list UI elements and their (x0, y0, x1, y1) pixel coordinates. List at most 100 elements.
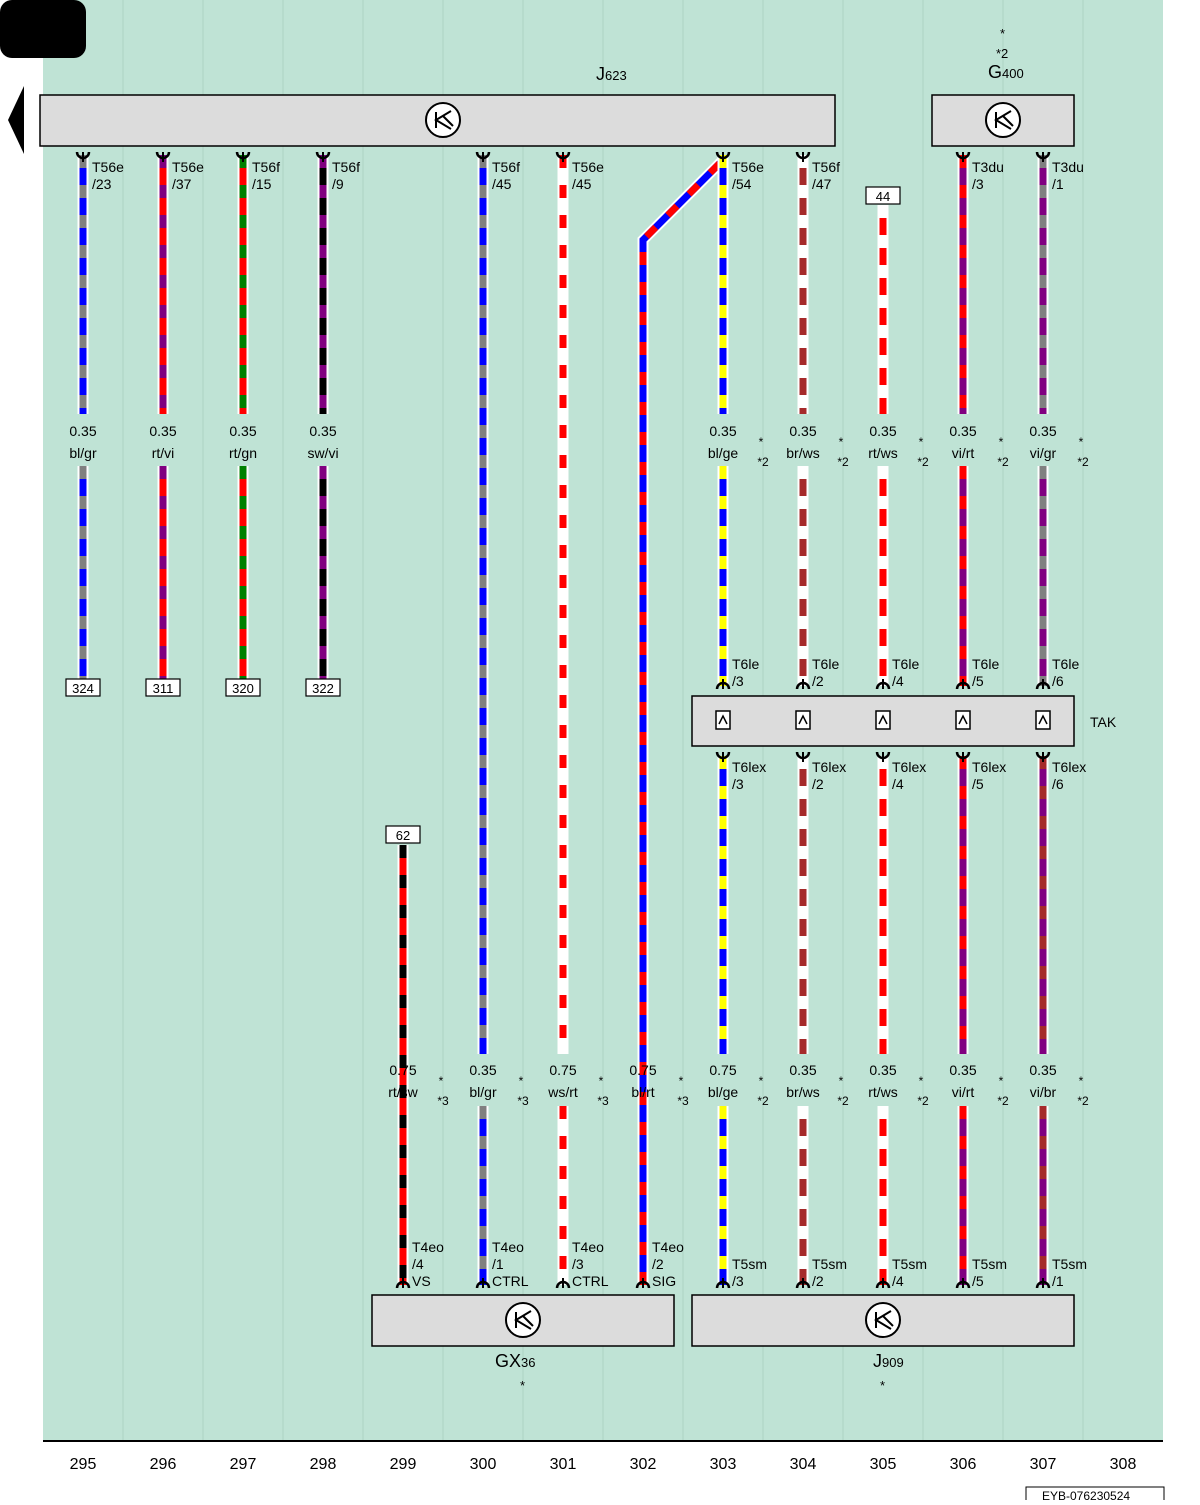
wire-size: 0.35 (949, 1062, 976, 1078)
pin-label: T4eo (652, 1239, 684, 1255)
note-star: * (1079, 435, 1084, 449)
wire-color-code: vi/gr (1030, 445, 1057, 461)
pin-label: T3du (972, 159, 1004, 175)
pin-number: /2 (812, 673, 824, 689)
pin-number: /5 (972, 673, 984, 689)
reference-number: 44 (876, 189, 890, 204)
note-star: * (679, 1074, 684, 1088)
reference-box[interactable] (225, 678, 261, 697)
pin-number: /15 (252, 176, 272, 192)
reference-box[interactable] (865, 186, 901, 205)
pin-label: T56e (92, 159, 124, 175)
pin-label: T5sm (1052, 1256, 1087, 1272)
pin-label: T6le (732, 656, 759, 672)
wire-color-code: bl/ge (708, 445, 739, 461)
wire-size: 0.35 (149, 423, 176, 439)
pin-label: T56f (252, 159, 280, 175)
pin-label: T5sm (732, 1256, 767, 1272)
component-j909-star: * (880, 1378, 885, 1393)
note-label: *2 (1077, 1094, 1089, 1108)
wire-color-code: br/ws (786, 1084, 819, 1100)
reference-box[interactable] (65, 678, 101, 697)
wire-color-code: bl/gr (469, 1084, 497, 1100)
control-unit-icon (985, 102, 1021, 138)
wire-color-code: bl/rt (631, 1084, 654, 1100)
column-number: 304 (790, 1456, 817, 1473)
note-label: *3 (597, 1094, 609, 1108)
connector-arrow (958, 714, 968, 725)
note-star: * (759, 435, 764, 449)
note-star: * (439, 1074, 444, 1088)
pin-number: /2 (812, 1273, 824, 1289)
component-g400-label: G400 (988, 62, 1024, 82)
pin-number: /2 (652, 1256, 664, 1272)
wire-color-code: rt/vi (152, 445, 175, 461)
component-gx36-label: GX36 (495, 1351, 535, 1371)
pin-number: /37 (172, 176, 192, 192)
reference-box[interactable] (385, 825, 421, 844)
component-gx36-star: * (520, 1378, 525, 1393)
column-number: 302 (630, 1456, 657, 1473)
component-tak-label: TAK (1090, 714, 1117, 730)
column-number: 303 (710, 1456, 737, 1473)
pin-label: T6le (812, 656, 839, 672)
reference-box[interactable] (145, 678, 181, 697)
note-label: *3 (517, 1094, 529, 1108)
pin-label: T6le (972, 656, 999, 672)
control-unit-icon (865, 1302, 901, 1338)
column-number: 299 (390, 1456, 417, 1473)
wire-color-code: rt/ws (868, 445, 898, 461)
pin-number: /5 (972, 776, 984, 792)
reference-number: 62 (396, 828, 410, 843)
wire-color-code: sw/vi (307, 445, 338, 461)
note-label: *2 (997, 1094, 1009, 1108)
reference-number: 322 (312, 681, 334, 696)
pin-number: /4 (892, 776, 904, 792)
wire-size: 0.35 (309, 423, 336, 439)
wire-size: 0.35 (789, 1062, 816, 1078)
note-label: *2 (837, 1094, 849, 1108)
connector-arrow (1038, 714, 1048, 725)
connector-plug-icon (955, 710, 971, 730)
note-star: * (839, 435, 844, 449)
note-label: *2 (757, 1094, 769, 1108)
connector-plug-icon (795, 710, 811, 730)
pin-label: T6le (1052, 656, 1079, 672)
component-g400-star: * (1000, 26, 1005, 41)
pin-label: T5sm (812, 1256, 847, 1272)
connector-arrow (718, 714, 728, 725)
pin-number: /4 (412, 1256, 424, 1272)
pin-number: /9 (332, 176, 344, 192)
component-j623-label: J623 (596, 64, 627, 84)
note-label: *2 (757, 455, 769, 469)
pin-label: T56f (332, 159, 360, 175)
wire-size: 0.35 (69, 423, 96, 439)
column-number: 300 (470, 1456, 497, 1473)
column-number: 308 (1110, 1456, 1137, 1473)
pin-number: /3 (732, 776, 744, 792)
pin-number: /5 (972, 1273, 984, 1289)
note-star: * (1079, 1074, 1084, 1088)
pin-number: /45 (572, 176, 592, 192)
pin-number: /3 (732, 673, 744, 689)
page-tab[interactable] (0, 0, 86, 58)
pin-label: T6lex (1052, 759, 1086, 775)
pin-label: T3du (1052, 159, 1084, 175)
note-star: * (999, 435, 1004, 449)
wire-color-code: bl/ge (708, 1084, 739, 1100)
wire-color-code: bl/gr (69, 445, 97, 461)
pin-number: /45 (492, 176, 512, 192)
wires-layer (77, 155, 1049, 1285)
pin-number: /1 (1052, 1273, 1064, 1289)
column-number: 298 (310, 1456, 337, 1473)
note-star: * (759, 1074, 764, 1088)
pin-label: T56f (492, 159, 520, 175)
back-arrow-icon[interactable] (8, 86, 24, 154)
pin-label: T56e (172, 159, 204, 175)
note-star: * (919, 435, 924, 449)
pin-function: CTRL (492, 1273, 529, 1289)
wire-size: 0.75 (629, 1062, 656, 1078)
reference-box[interactable] (305, 678, 341, 697)
